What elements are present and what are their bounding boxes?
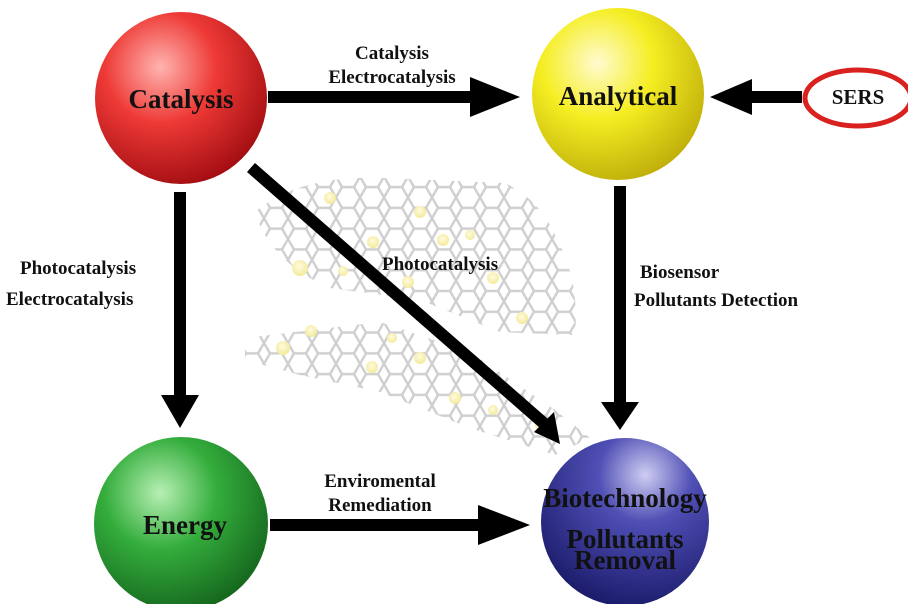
analytical-node [532,8,704,180]
arrow-catalysis-to-biotechnology [247,163,560,444]
sers-label: SERS [831,85,885,109]
arrow-catalysis-to-energy [161,192,199,428]
removal-label: Removal [574,545,676,575]
pollutants-label: Pollutants [566,524,684,554]
arrow-analytical-to-biotechnology [601,186,639,430]
catalysis-label: Catalysis [128,84,234,114]
arrow-sers-to-analytical [710,79,802,115]
biotechnology-label: Biotechnology [543,483,707,513]
catalysis-node [95,12,267,184]
edge-label-remediation: Remediation [328,495,432,516]
arrow-catalysis-to-analytical [268,77,520,117]
edge-label-electrocatalysis-top: Electrocatalysis [328,67,456,88]
edge-label-biosensor: Biosensor [640,262,720,283]
energy-label: Energy [143,510,227,540]
edge-label-photocatalysis-diagonal: Photocatalysis [382,254,499,275]
arrow-energy-to-biotechnology [270,505,530,545]
arrows [161,77,802,545]
edge-label-catalysis: Catalysis [355,43,429,64]
edge-label-enviromental: Enviromental [324,471,436,492]
edge-label-electrocatalysis-left: Electrocatalysis [6,289,134,310]
energy-node [94,437,268,604]
sers-ring [802,67,908,129]
biotechnology-node [541,438,709,604]
analytical-label: Analytical [558,81,678,111]
edge-label-pollutants-detection: Pollutants Detection [634,290,799,311]
edge-label-photocatalysis-left: Photocatalysis [20,258,137,279]
